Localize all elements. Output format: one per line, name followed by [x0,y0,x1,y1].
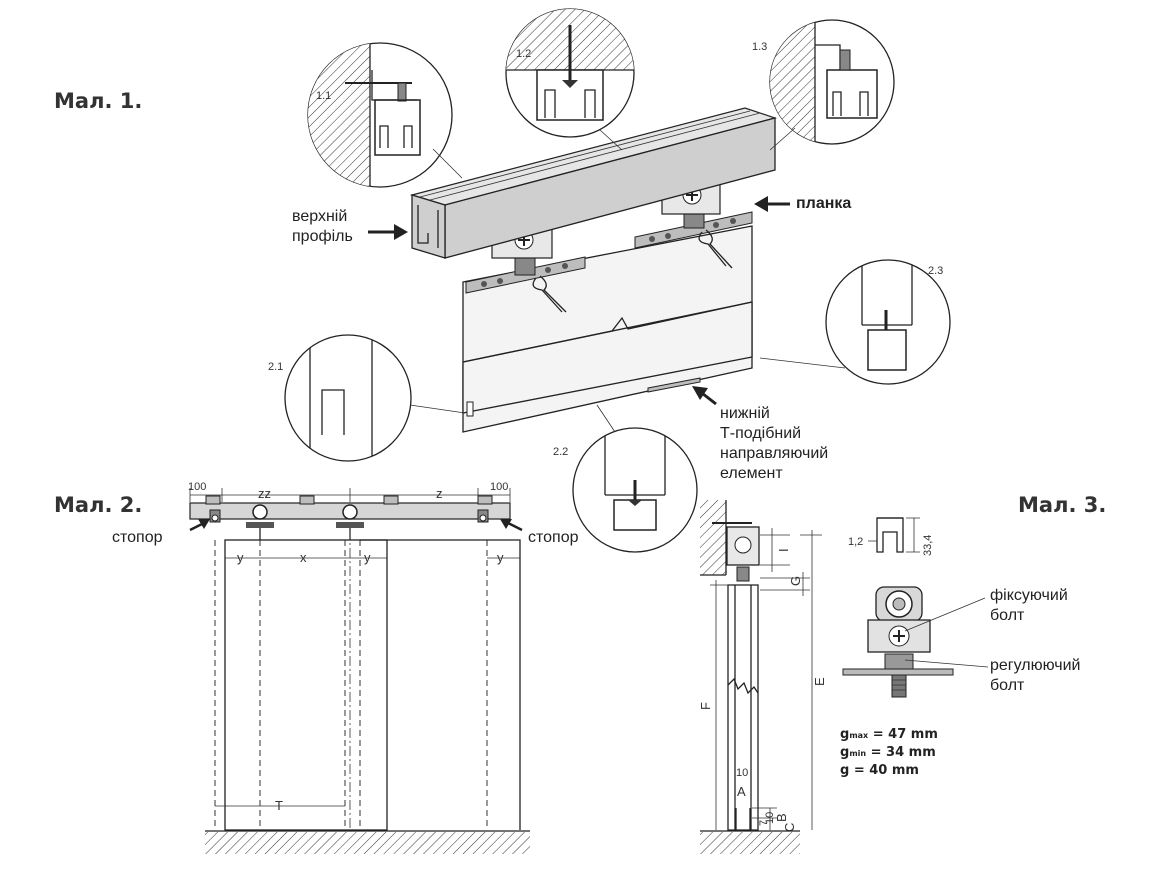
adjust-bolt-leader [904,659,989,668]
stopper-left-label: стопор [112,529,163,546]
adjust-bolt-label-1: регулюючий [990,657,1080,674]
upper-profile-label-2: профіль [292,228,353,245]
fig2-door-front [224,539,388,831]
dim-x: x [300,550,307,565]
fix-bolt-label-2: болт [990,607,1025,624]
fig2-carriage-right [336,504,364,540]
lower-guide-label-2: Т-подібний [720,425,801,442]
dim-10-bottom: 10 [764,812,776,824]
dim-10-top: 10 [736,767,748,779]
lower-guide-label-1: нижній [720,405,770,422]
dim-y-2: y [364,550,371,565]
fig1-title: Мал. 1. [54,89,142,113]
spec-gmax: gmax = 47 mm [840,727,938,742]
detail-label-2-3: 2.3 [928,265,943,277]
detail-label-2-2: 2.2 [553,446,568,458]
detail-2-3 [759,259,951,385]
dim-A: A [737,784,746,799]
plate-label: планка [796,195,851,212]
detail-label-1-2: 1.2 [516,48,531,60]
door-panel-lower [462,301,753,433]
dim-F: F [698,702,713,710]
dim-E: E [812,677,827,686]
fig3-floor [700,830,800,854]
stopper-left-icon [209,509,221,523]
spec-g: g = 40 mm [840,763,919,778]
fig3-profile-section [868,517,920,553]
lower-guide-label-4: елемент [720,465,783,482]
dim-T: T [275,798,283,813]
fix-bolt-leader [904,597,986,632]
dim-C: C [782,823,797,832]
stopper-right-label: стопор [528,529,579,546]
lower-guide-slot [647,377,701,393]
dim-zz: zz [258,486,271,501]
dim-I: I [776,548,791,552]
profile-thickness: 1,2 [848,536,863,548]
dim-100-left: 100 [188,481,206,493]
dim-y-3: y [497,550,504,565]
fix-bolt-label-1: фіксуючий [990,587,1068,604]
upper-profile-label-1: верхній [292,208,347,225]
fig3-roller-assembly [842,586,954,698]
detail-label-2-1: 2.1 [268,361,283,373]
lower-guide-label-3: направляючий [720,445,828,462]
detail-1-1 [307,42,463,188]
fig2-door-back [214,530,521,830]
detail-2-1 [284,334,466,462]
detail-1-3 [769,19,895,151]
dim-z: z [436,486,443,501]
dim-100-right: 100 [490,481,508,493]
detail-label-1-1: 1.1 [316,90,331,102]
fig2-carriage-left [246,504,274,540]
fig3-side-view [700,500,760,831]
fig2-top-dimensions [189,488,511,502]
upper-profile-rail [409,107,778,259]
detail-1-2 [505,8,635,151]
spec-gmin: gmin = 34 mm [840,745,936,760]
dim-G: G [788,576,803,586]
dim-y-1: y [237,550,244,565]
dim-B: B [774,813,789,822]
dim-7: 7 [758,820,770,826]
detail-2-2 [572,404,698,553]
profile-height: 33,4 [922,535,934,556]
fig3-dim-lines [710,528,822,830]
fig2-title: Мал. 2. [54,493,142,517]
hanger-plate-left [465,254,586,313]
detail-label-1-3: 1.3 [752,41,767,53]
fig3-title: Мал. 3. [1018,493,1106,517]
adjust-bolt-label-2: болт [990,677,1025,694]
stopper-right-icon [477,509,489,523]
fig2-rail [189,495,511,520]
fig2-floor [205,830,530,854]
